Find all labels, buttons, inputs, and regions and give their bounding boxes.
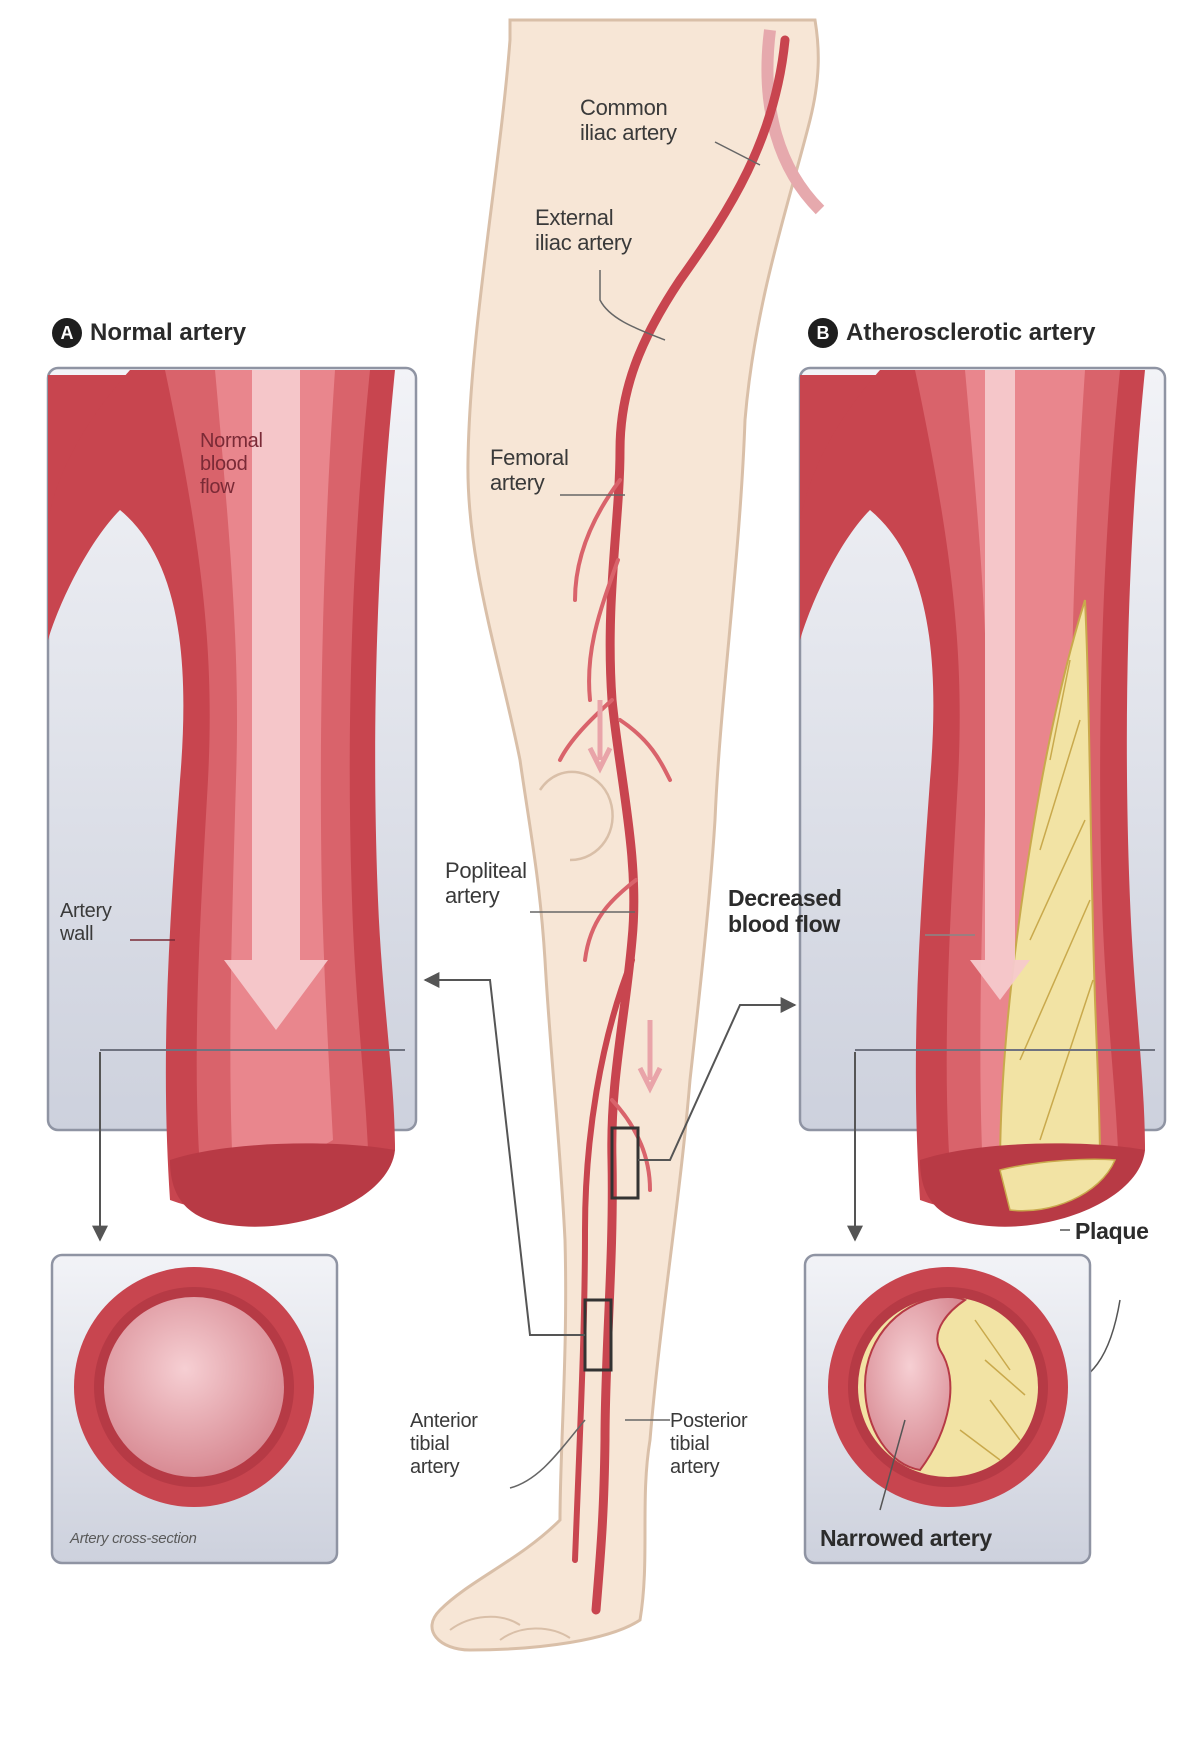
popliteal-label: Popliteal artery bbox=[445, 858, 527, 908]
external-iliac-leader bbox=[599, 270, 666, 341]
toe-contour bbox=[449, 1615, 571, 1641]
plaque-label: Plaque bbox=[1075, 1218, 1149, 1244]
posterior-tibial-label: Posterior tibial artery bbox=[670, 1410, 748, 1478]
artery-wall-label: Artery wall bbox=[60, 900, 112, 945]
narrowed-artery-leader bbox=[879, 1419, 906, 1511]
anterior-tibial-label: Anterior tibial artery bbox=[410, 1410, 478, 1478]
decreased-blood-flow-label: Decreased blood flow bbox=[728, 885, 842, 937]
external-iliac-label: External iliac artery bbox=[535, 205, 632, 255]
diseased-flow-arrow bbox=[970, 370, 1030, 1000]
narrowed-lumen bbox=[863, 1295, 968, 1472]
anterior-tibial-leader bbox=[509, 1419, 586, 1489]
anterior-tibial-branch bbox=[572, 957, 635, 1563]
artery-cross-section-label: Artery cross-section bbox=[70, 1530, 197, 1547]
main-leg-artery bbox=[591, 35, 790, 1615]
femoral-side-branches bbox=[558, 478, 672, 1192]
common-iliac-leader bbox=[714, 141, 761, 166]
panel-b-badge: B bbox=[808, 318, 838, 348]
narrowed-artery-label: Narrowed artery bbox=[820, 1525, 992, 1551]
flow-arrow-shin bbox=[637, 1020, 663, 1094]
leg-illustration bbox=[430, 18, 825, 1652]
flow-arrow-thigh bbox=[587, 700, 613, 774]
normal-artery-panel bbox=[46, 366, 418, 1565]
common-iliac-label: Common iliac artery bbox=[580, 95, 677, 145]
atherosclerotic-artery-title: B Atherosclerotic artery bbox=[808, 318, 1095, 348]
plaque-end-cap bbox=[999, 1158, 1117, 1212]
atherosclerotic-artery-panel bbox=[798, 366, 1167, 1565]
diseased-branch-artery bbox=[800, 375, 900, 520]
diseased-segment-marker bbox=[610, 1126, 640, 1200]
plaque-texture bbox=[1019, 659, 1094, 1141]
panel-a-badge: A bbox=[52, 318, 82, 348]
normal-blood-flow-arrow bbox=[224, 370, 328, 1030]
connector-to-normal-panel bbox=[423, 972, 585, 1336]
knee-contour bbox=[538, 770, 614, 862]
normal-artery-end-cap bbox=[170, 1143, 395, 1227]
leg-silhouette bbox=[430, 18, 820, 1652]
femoral-label: Femoral artery bbox=[490, 445, 569, 495]
panel-b-title: Atherosclerotic artery bbox=[846, 319, 1096, 346]
connector-to-diseased-panel bbox=[638, 997, 797, 1161]
cross-section-plaque-texture bbox=[959, 1319, 1026, 1461]
normal-blood-flow-label: Normal blood flow bbox=[200, 430, 263, 498]
normal-branch-artery bbox=[48, 375, 150, 520]
panel-a-title: Normal artery bbox=[90, 319, 247, 346]
normal-artery-title: A Normal artery bbox=[52, 318, 246, 348]
iliac-fork bbox=[761, 29, 825, 215]
normal-cross-section-lumen bbox=[104, 1297, 284, 1477]
